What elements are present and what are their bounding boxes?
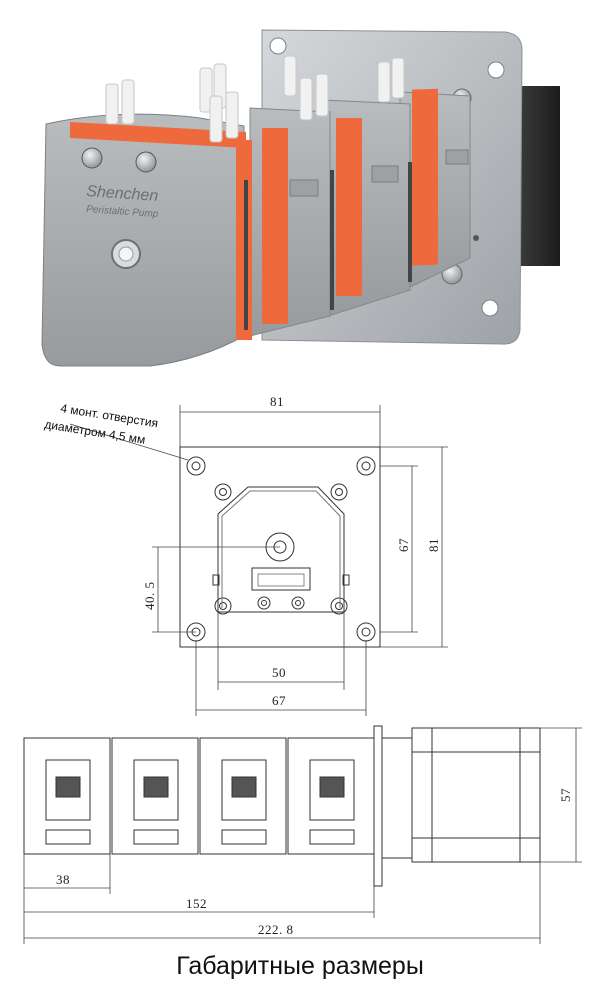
front-head-outline [217, 486, 345, 613]
side-flange [373, 725, 383, 887]
side-pump-heads [23, 737, 375, 855]
head-screw-left [81, 147, 103, 169]
front-pump-head [41, 113, 245, 367]
dim-side-head-width: 38 [56, 872, 70, 887]
dim-side-total-length: 222. 8 [258, 922, 294, 937]
plate-hole-top-right [487, 61, 505, 79]
dim-front-bottom-outer: 67 [272, 693, 286, 708]
stepper-motor-body [520, 86, 560, 266]
side-view-drawing [23, 725, 541, 887]
dim-front-inner-height: 67 [396, 538, 411, 552]
mount-holes [186, 456, 376, 642]
pump-photo: Shenchen Peristaltic Pump [41, 29, 560, 367]
plate-hole-bottom-right [481, 299, 499, 317]
brand-logo: Shenchen [86, 183, 159, 205]
plate-small-hole [473, 235, 479, 241]
head-screw-right [135, 151, 157, 173]
dim-front-bottom-inner: 50 [272, 665, 286, 680]
dim-side-heads-length: 152 [186, 896, 207, 911]
caption: Габаритные размеры [176, 952, 424, 980]
dim-front-width: 81 [270, 394, 284, 409]
front-view-dimensions [69, 405, 448, 716]
tube-connectors [105, 55, 405, 143]
side-view-dimensions [23, 727, 582, 944]
plate-hole-top-left [269, 37, 287, 55]
front-window [251, 567, 311, 591]
dim-side-height: 57 [558, 788, 573, 802]
pump-head-stack [41, 88, 471, 367]
side-motor [411, 727, 541, 863]
model-label: Peristaltic Pump [86, 204, 159, 220]
dim-front-outer-height: 81 [426, 538, 441, 552]
dim-front-shaft-height: 40. 5 [142, 582, 157, 611]
